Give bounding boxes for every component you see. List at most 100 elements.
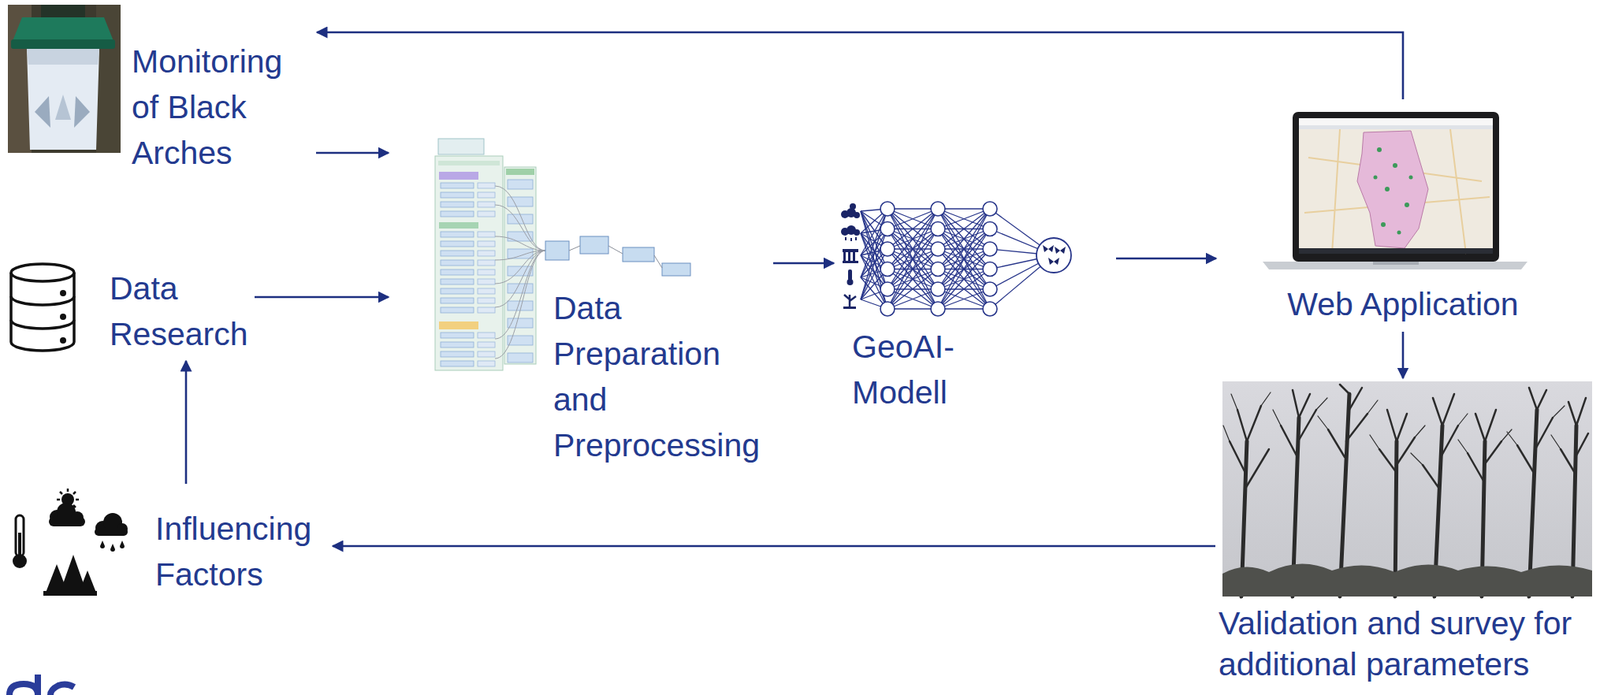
- moth-glyph: [1042, 245, 1054, 253]
- laptop-screenshot: [1373, 147, 1414, 235]
- forest-photo: [1222, 381, 1593, 597]
- forest-photo: [1223, 392, 1565, 466]
- workflow-row: [440, 342, 474, 348]
- workflow-row: [507, 249, 533, 259]
- workflow-row: [440, 288, 474, 294]
- moth-glyph: [1048, 257, 1060, 265]
- workflow-link: [494, 250, 546, 339]
- workflow-row: [440, 241, 474, 247]
- laptop-screenshot: [1373, 175, 1378, 180]
- network-neuron: [880, 241, 895, 257]
- workflow-row: [477, 297, 495, 304]
- step-label: Validation and survey for additional par…: [1218, 602, 1591, 685]
- step-node: Data Preparation and Preprocessing: [390, 133, 773, 473]
- database-icon: [59, 290, 67, 297]
- workflow-row: [477, 182, 495, 189]
- network-neuron: [982, 301, 998, 317]
- laptop-screenshot: [1292, 111, 1500, 262]
- workflow-row: [440, 250, 474, 257]
- database-icon: [11, 296, 75, 306]
- network-link: [937, 229, 990, 310]
- network-link: [937, 269, 990, 310]
- network-neuron: [880, 262, 895, 277]
- weather-icons: [100, 540, 125, 552]
- input-icons: [855, 237, 857, 241]
- workflow-screenshot: [506, 168, 535, 175]
- network-link: [937, 208, 990, 250]
- database-icon: [11, 264, 75, 282]
- logo-fragment: [34, 674, 41, 695]
- workflow-row: [477, 332, 495, 339]
- neural-network-icon: [860, 201, 1072, 317]
- forest-photo: [1280, 390, 1317, 458]
- input-icons: [848, 252, 851, 261]
- input-icons: [853, 212, 860, 219]
- workflow-row: [440, 351, 474, 358]
- network-link: [937, 208, 990, 270]
- workflow-row: [440, 201, 474, 208]
- network-link: [887, 249, 938, 309]
- trap-photo: [34, 96, 51, 128]
- network-neuron: [982, 282, 998, 297]
- laptop-screenshot: [1357, 130, 1429, 249]
- step-node: GeoAI-Modell: [835, 197, 1116, 426]
- laptop-screenshot: [1298, 125, 1493, 130]
- database-icon: [11, 272, 75, 351]
- trap-photo: [26, 48, 100, 150]
- input-icons: [843, 252, 846, 261]
- forest-photo: [1223, 384, 1589, 597]
- network-link: [937, 208, 990, 290]
- forest-photo: [1222, 563, 1593, 597]
- workflow-row: [477, 231, 495, 238]
- workflow-screenshot: [438, 138, 484, 155]
- forest-photo: [1517, 387, 1553, 473]
- step-label: Monitoring of Black Arches: [131, 38, 307, 176]
- network-link: [887, 208, 938, 270]
- workflow-screenshot: [545, 241, 570, 261]
- network-link: [887, 208, 938, 270]
- workflow-row: [477, 241, 495, 247]
- workflow-row: [440, 279, 474, 285]
- workflow-link: [494, 250, 546, 359]
- workflow-row: [507, 283, 533, 294]
- workflow-row: [477, 211, 495, 217]
- workflow-row: [507, 179, 533, 190]
- network-neuron: [982, 262, 998, 277]
- network-link: [937, 208, 990, 270]
- workflow-link: [494, 236, 546, 251]
- forest-photo: [1229, 384, 1589, 489]
- network-link: [937, 208, 990, 209]
- network-link: [937, 208, 990, 309]
- workflow-row: [440, 297, 474, 304]
- laptop-screenshot: [1404, 202, 1410, 208]
- database-icon: [11, 264, 75, 351]
- network-link: [989, 208, 1054, 256]
- workflow-screenshot: [439, 321, 479, 330]
- workflow-row: [477, 288, 495, 294]
- network-link: [937, 208, 990, 309]
- laptop-screenshot: [1298, 118, 1493, 254]
- network-neuron: [982, 241, 998, 257]
- network-link: [937, 208, 990, 290]
- workflow-row: [477, 360, 495, 367]
- workflow-row: [440, 192, 474, 198]
- step-node: Influencing Factors: [7, 484, 332, 603]
- step-label: Data Preparation and Preprocessing: [553, 285, 768, 469]
- network-links: [860, 208, 1054, 309]
- database-icon: [59, 313, 67, 320]
- forest-photo: [1379, 409, 1415, 473]
- workflow-screenshot: [662, 263, 691, 276]
- network-neuron: [880, 301, 895, 317]
- input-icons: [842, 249, 859, 253]
- network-link: [887, 208, 938, 309]
- workflow-screenshot: [654, 255, 663, 268]
- network-neuron: [930, 301, 946, 317]
- workflow-screenshot: [439, 171, 479, 180]
- workflow-row: [440, 360, 474, 367]
- network-link: [937, 208, 990, 230]
- input-icons: [852, 252, 856, 261]
- network-neuron: [930, 241, 946, 257]
- network-link: [887, 208, 938, 230]
- workflow-screenshot: [545, 236, 691, 276]
